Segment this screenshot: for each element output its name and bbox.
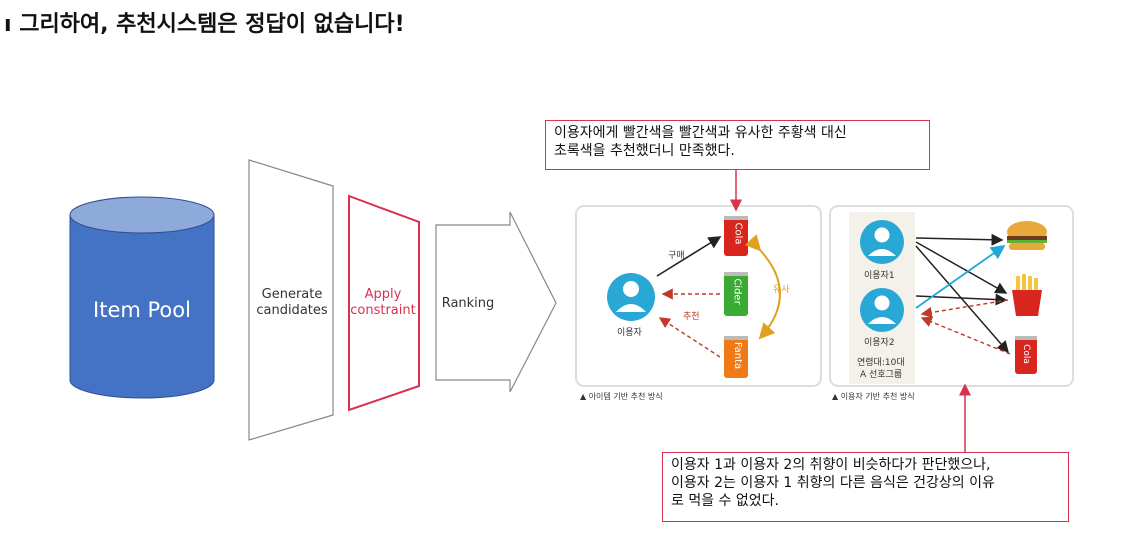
user-based-caption: ▲ 이용자 기반 추천 방식 [832, 392, 915, 401]
cider-can [724, 272, 748, 316]
burger-icon [1007, 221, 1047, 250]
user1-avatar [860, 220, 904, 264]
group-line2: A 선호그룹 [860, 370, 903, 380]
cola-can [724, 216, 748, 256]
user-label: 이용자 [617, 328, 642, 338]
user2-avatar [860, 288, 904, 332]
purchase-arrow [656, 236, 722, 277]
fanta-can [724, 336, 748, 378]
cola-can-label: Cola [732, 222, 744, 245]
fanta-can-label: Fanta [732, 341, 744, 370]
similar-arrow [744, 234, 781, 340]
user-avatar [607, 273, 655, 321]
page-title: ı 그리하여, 추천시스템은 정답이 없습니다! [4, 12, 405, 37]
recommend-label: 추천 [683, 312, 700, 322]
item-pool-label: Item Pool [93, 298, 191, 322]
cider-can-label: Cider [731, 278, 743, 305]
group-line1: 연령대:10대 [857, 358, 905, 368]
apply-constraint-shape [348, 194, 420, 412]
similar-label: 유사 [773, 285, 790, 295]
bottom-callout: 이용자 1과 이용자 2의 취향이 비슷하다가 판단했으나, 이용자 2는 이용… [662, 452, 1069, 522]
user1-label: 이용자1 [864, 271, 895, 281]
generate-candidates-shape [248, 159, 334, 441]
item-based-caption: ▲ 아이템 기반 추천 방식 [580, 392, 663, 401]
purchase-label: 구매 [668, 251, 685, 261]
recommend-arrow-fanta [658, 317, 721, 358]
ranking-label: Ranking [441, 296, 495, 311]
fries-icon [1012, 274, 1042, 316]
blue-arrow [915, 244, 1006, 309]
top-callout: 이용자에게 빨간색을 빨간색과 유사한 주황색 대신 초록색을 추천했더니 만족… [545, 120, 930, 170]
cola-can-right [1015, 336, 1037, 374]
cola-can-right-label: Cola [1020, 344, 1031, 364]
item-pool-cylinder [69, 196, 215, 399]
ranking-arrow-shape [435, 211, 557, 393]
user2-label: 이용자2 [864, 338, 895, 348]
